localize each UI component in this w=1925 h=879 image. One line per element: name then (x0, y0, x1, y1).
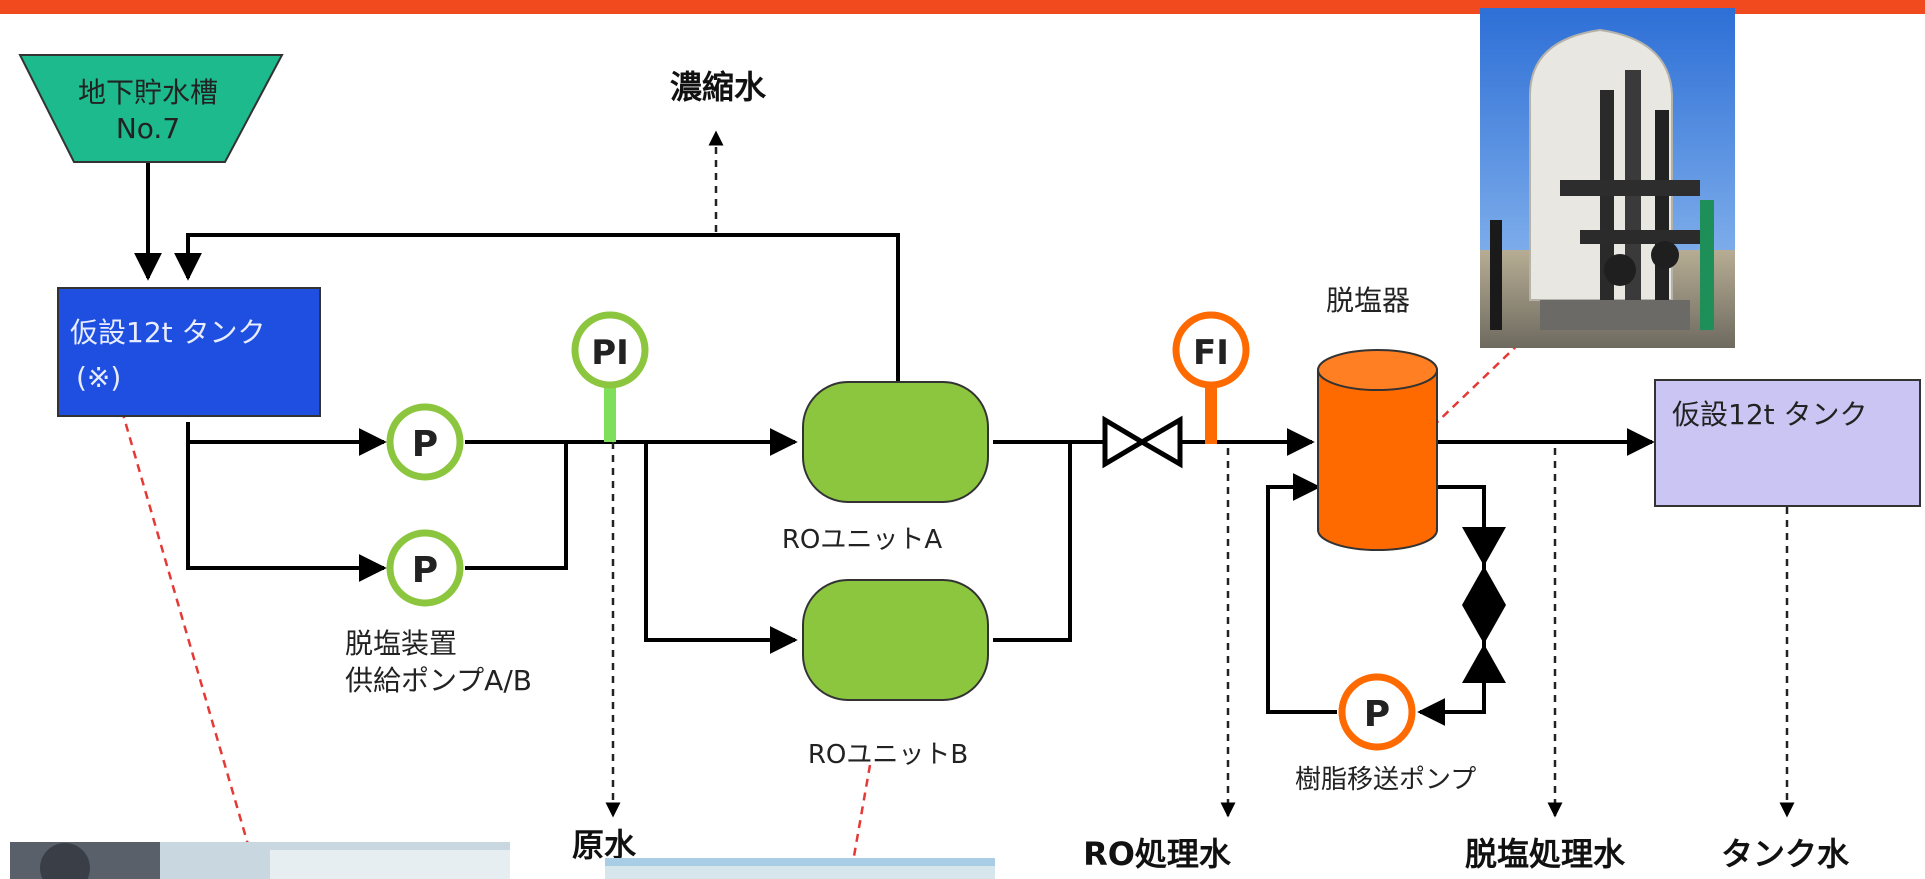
top-accent-bar (0, 0, 1925, 14)
raw-water-label: 原水 (572, 826, 637, 864)
temp-tank-inlet: 仮設12t タンク (※) (57, 287, 321, 417)
supply-pump-b: P (386, 529, 464, 607)
flow-indicator-symbol: FI (1193, 333, 1229, 373)
resin-transfer-pump: P (1338, 673, 1416, 751)
supply-pump-label-2: 供給ポンプA/B (345, 664, 532, 697)
temp-tank-inlet-note: (※) (76, 361, 121, 394)
supply-pump-label-1: 脱塩装置 (345, 627, 457, 660)
underground-tank: 地下貯水槽 No.7 (18, 54, 284, 163)
resin-pump-label: 樹脂移送ポンプ (1295, 765, 1476, 795)
process-lines (134, 162, 1655, 726)
temp-tank-outlet-name: 仮設12t タンク (1672, 398, 1868, 431)
temp-tank-inlet-name: 仮設12t タンク (70, 316, 266, 349)
pressure-indicator: PI (571, 311, 649, 442)
resin-loop-valves (1462, 527, 1506, 683)
resin-transfer-pump-symbol: P (1364, 694, 1390, 735)
tank-water-label: タンク水 (1721, 835, 1850, 873)
bottom-photo-center (605, 858, 995, 879)
bottom-photo-left (10, 842, 510, 879)
concentrate-water-label: 濃縮水 (670, 68, 767, 106)
flow-indicator: FI (1172, 311, 1250, 444)
ro-unit-a: ROユニットA (782, 381, 989, 555)
demineralizer-photo (1480, 8, 1735, 348)
supply-pump-a: P (386, 403, 464, 481)
ro-unit-b: ROユニットB (802, 579, 989, 770)
demineralizer-label: 脱塩器 (1326, 284, 1410, 317)
underground-tank-number: No.7 (116, 112, 180, 145)
supply-pump-b-symbol: P (412, 550, 438, 591)
temp-tank-outlet: 仮設12t タンク (1654, 379, 1921, 507)
sampling-lines (605, 130, 1795, 818)
ro-treated-water-label: RO処理水 (1083, 835, 1232, 873)
ro-unit-b-label: ROユニットB (808, 740, 968, 770)
underground-tank-name: 地下貯水槽 (78, 76, 218, 109)
supply-pump-a-symbol: P (412, 424, 438, 465)
pressure-indicator-symbol: PI (591, 333, 629, 373)
inline-valve (1102, 415, 1183, 469)
demineralizer: 脱塩器 (1317, 284, 1438, 551)
desal-treated-water-label: 脱塩処理水 (1465, 835, 1626, 873)
ro-unit-a-label: ROユニットA (782, 525, 943, 555)
